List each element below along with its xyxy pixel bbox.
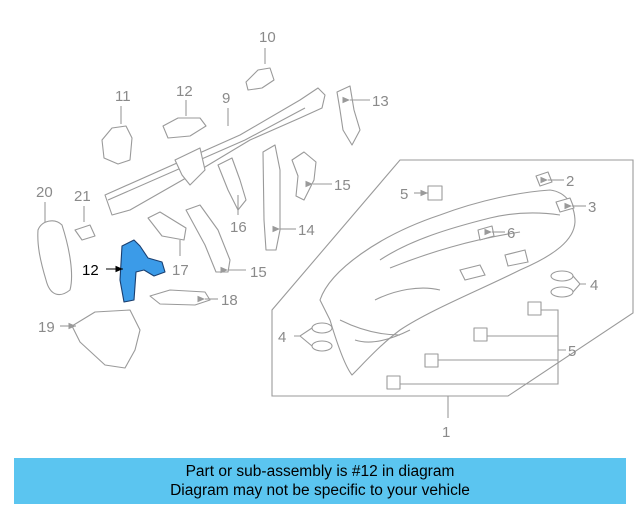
callout-17: 16	[230, 219, 247, 236]
part-5-c	[424, 353, 439, 368]
callout-14: 15	[250, 264, 267, 281]
callout-21: 21	[74, 188, 91, 205]
info-banner: Part or sub-assembly is #12 in diagram D…	[14, 458, 626, 504]
part-21	[74, 224, 96, 241]
callout-10: 12	[176, 83, 193, 100]
callout-7: 9	[222, 90, 230, 107]
part-17	[217, 157, 247, 211]
part-16	[149, 289, 211, 306]
part-4-right-a	[550, 270, 574, 282]
callout-1: 1	[442, 424, 450, 441]
callout-16: 18	[221, 292, 238, 309]
callout-5-bottom: 5	[568, 343, 576, 360]
part-4-right-b	[550, 286, 574, 298]
callout-9: 11	[115, 88, 131, 105]
part-9	[101, 125, 133, 165]
part-5-b	[473, 327, 488, 342]
part-5-a	[527, 301, 542, 316]
parts-diagram: 1 9 10 11 12 13 15 14 16 15 17 18 19	[36, 29, 634, 441]
part-20	[37, 220, 73, 296]
part-18	[147, 211, 187, 241]
callout-5-top: 5	[400, 186, 408, 203]
part-8	[245, 67, 275, 91]
part-4-left-a	[311, 322, 333, 334]
callout-19: 19	[38, 319, 55, 336]
part-2	[535, 171, 553, 187]
callout-6: 6	[507, 225, 515, 242]
part-14	[185, 204, 231, 273]
banner-line-2: Diagram may not be specific to your vehi…	[170, 482, 470, 499]
callout-8: 10	[259, 29, 276, 46]
part-15	[291, 151, 317, 201]
part-11	[336, 85, 361, 146]
part-4-left-b	[311, 340, 333, 352]
callout-4-left: 4	[278, 329, 286, 346]
callout-3: 3	[588, 199, 596, 216]
part-13	[262, 144, 281, 251]
callout-20: 20	[36, 184, 53, 201]
highlighted-part-12[interactable]	[119, 239, 166, 303]
callout-4-right: 4	[590, 277, 598, 294]
part-5-top	[427, 185, 443, 201]
callout-12: 12	[82, 262, 99, 279]
callout-15: 15	[334, 177, 351, 194]
callout-13: 14	[298, 222, 315, 239]
part-19	[71, 309, 141, 369]
cross-beam	[104, 87, 326, 216]
callout-2: 2	[566, 173, 574, 190]
part-10	[162, 117, 207, 139]
part-5-d	[386, 375, 401, 390]
callout-18: 17	[172, 262, 189, 279]
banner-line-1: Part or sub-assembly is #12 in diagram	[185, 463, 455, 480]
dashboard-assembly	[271, 159, 634, 397]
callout-11: 13	[372, 93, 389, 110]
